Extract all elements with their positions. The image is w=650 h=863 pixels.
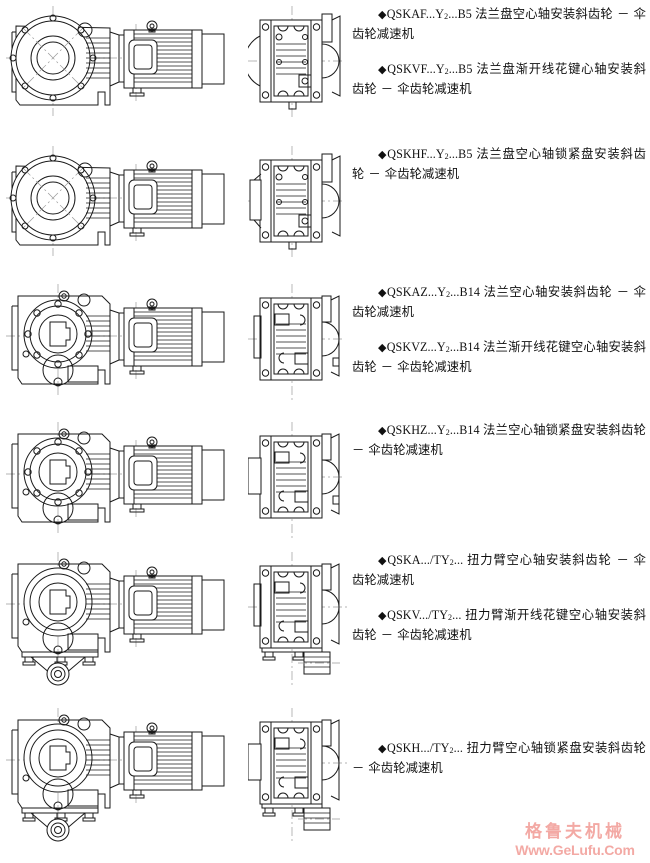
caption-group-row-1: ◆QSKAF...Y2...B5 法兰盘空心轴安装斜齿轮 － 伞齿轮减速机 ◆Q…	[352, 6, 646, 98]
model-suffix: ...	[452, 608, 462, 623]
product-description: 法兰盘空心轴锁紧盘安装斜齿轮 － 伞齿轮减速机	[352, 147, 647, 181]
bevel-helical-gearmotor-torque-arm-locking-end-view	[248, 706, 348, 846]
bullet-marker: ◆	[378, 743, 388, 755]
model-code: QSKHF...Y	[387, 147, 445, 161]
bullet-marker: ◆	[378, 64, 388, 77]
model-subscript: 2	[449, 558, 454, 568]
caption-group-row-6: ◆QSKH.../TY2... 扭力臂空心轴锁紧盘安装斜齿轮 － 伞齿轮减速机	[352, 740, 646, 777]
caption-qskvf-b5: ◆QSKVF...Y2...B5 法兰盘渐开线花键心轴安装斜齿轮 － 伞齿轮减速…	[352, 61, 646, 98]
model-subscript: 2	[448, 613, 453, 623]
caption-qska-ty: ◆QSKA.../TY2... 扭力臂空心轴安装斜齿轮 － 伞齿轮减速机	[352, 552, 646, 589]
product-description: 法兰空心轴锁紧盘安装斜齿轮 － 伞齿轮减速机	[352, 423, 646, 457]
product-description: 扭力臂空心轴锁紧盘安装斜齿轮 － 伞齿轮减速机	[352, 741, 646, 775]
model-code: QSKV.../TY	[387, 608, 449, 623]
model-subscript: 2	[449, 746, 454, 756]
model-suffix: ...B5	[448, 7, 472, 21]
bevel-helical-gearmotor-b14-flange-side-view	[6, 282, 236, 402]
caption-qskv-ty: ◆QSKV.../TY2... 扭力臂渐开线花键空心轴安装斜齿轮 － 伞齿轮减速…	[352, 607, 646, 644]
bullet-marker: ◆	[378, 342, 387, 355]
caption-qskhf-b5: ◆QSKHF...Y2...B5 法兰盘空心轴锁紧盘安装斜齿轮 － 伞齿轮减速机	[352, 146, 646, 183]
model-subscript: 2	[445, 345, 450, 355]
caption-group-row-4: ◆QSKHZ...Y2...B14 法兰空心轴锁紧盘安装斜齿轮 － 伞齿轮减速机	[352, 422, 646, 459]
product-description: 法兰空心轴安装斜齿轮 － 伞齿轮减速机	[352, 285, 647, 319]
product-description: 扭力臂空心轴安装斜齿轮 － 伞齿轮减速机	[352, 553, 647, 587]
bevel-helical-gearmotor-b5-locking-side-view	[6, 144, 236, 259]
bullet-marker: ◆	[378, 555, 388, 567]
product-description: 法兰盘空心轴安装斜齿轮 － 伞齿轮减速机	[352, 7, 647, 41]
caption-group-row-2: ◆QSKHF...Y2...B5 法兰盘空心轴锁紧盘安装斜齿轮 － 伞齿轮减速机	[352, 146, 646, 183]
watermark: 格鲁夫机械 Www.GeLufu.Com	[503, 822, 647, 858]
caption-qskhz-b14: ◆QSKHZ...Y2...B14 法兰空心轴锁紧盘安装斜齿轮 － 伞齿轮减速机	[352, 422, 646, 459]
model-subscript: 2	[444, 67, 449, 77]
model-suffix: ...B5	[448, 147, 473, 161]
caption-qskvz-b14: ◆QSKVZ...Y2...B14 法兰渐开线花键空心轴安装斜齿轮 － 伞齿轮减…	[352, 339, 646, 376]
bevel-helical-gearmotor-b5-flange-side-view	[6, 4, 236, 119]
product-description: 扭力臂渐开线花键空心轴安装斜齿轮 － 伞齿轮减速机	[352, 608, 647, 642]
product-description: 法兰盘渐开线花键心轴安装斜齿轮 － 伞齿轮减速机	[352, 62, 647, 96]
caption-group-row-5: ◆QSKA.../TY2... 扭力臂空心轴安装斜齿轮 － 伞齿轮减速机 ◆QS…	[352, 552, 646, 644]
model-suffix: ...B5	[448, 62, 473, 77]
model-subscript: 2	[444, 12, 449, 22]
model-subscript: 2	[446, 290, 451, 300]
model-code: QSKH.../TY	[387, 741, 450, 755]
bevel-helical-gearmotor-b5-flange-end-view	[248, 4, 344, 119]
bevel-helical-gearmotor-torque-arm-end-view	[248, 550, 348, 688]
model-code: QSKA.../TY	[387, 553, 450, 567]
bullet-marker: ◆	[378, 610, 388, 623]
caption-group-row-3: ◆QSKAZ...Y2...B14 法兰空心轴安装斜齿轮 － 伞齿轮减速机 ◆Q…	[352, 284, 646, 376]
bevel-helical-gearmotor-b14-locking-side-view	[6, 420, 236, 540]
bevel-helical-gearmotor-b5-locking-end-view	[248, 144, 344, 259]
model-code: QSKVZ...Y	[386, 340, 446, 355]
model-suffix: ...B14	[449, 423, 480, 437]
model-suffix: ...	[453, 553, 464, 567]
model-suffix: ...B14	[450, 285, 481, 299]
watermark-company-name: 格鲁夫机械	[525, 822, 625, 842]
watermark-website-url: Www.GeLufu.Com	[515, 842, 635, 858]
bevel-helical-gearmotor-b14-flange-end-view	[248, 282, 344, 402]
bevel-helical-gearmotor-b14-locking-end-view	[248, 420, 344, 540]
caption-qskh-ty: ◆QSKH.../TY2... 扭力臂空心轴锁紧盘安装斜齿轮 － 伞齿轮减速机	[352, 740, 646, 777]
model-code: QSKAF...Y	[386, 7, 445, 21]
bullet-marker: ◆	[378, 149, 388, 161]
model-code: QSKAZ...Y	[387, 285, 447, 299]
model-suffix: ...B14	[449, 340, 480, 355]
bevel-helical-gearmotor-torque-arm-locking-side-view	[6, 706, 236, 846]
bullet-marker: ◆	[378, 287, 388, 299]
model-subscript: 2	[445, 428, 450, 438]
product-description: 法兰渐开线花键空心轴安装斜齿轮 － 伞齿轮减速机	[352, 340, 646, 374]
model-code: QSKVF...Y	[387, 62, 445, 77]
caption-qskaz-b14: ◆QSKAZ...Y2...B14 法兰空心轴安装斜齿轮 － 伞齿轮减速机	[352, 284, 646, 321]
model-code: QSKHZ...Y	[386, 423, 446, 437]
model-subscript: 2	[444, 152, 449, 162]
bullet-marker: ◆	[378, 9, 387, 21]
bevel-helical-gearmotor-torque-arm-side-view	[6, 550, 236, 688]
caption-qskaf-b5: ◆QSKAF...Y2...B5 法兰盘空心轴安装斜齿轮 － 伞齿轮减速机	[352, 6, 646, 43]
model-suffix: ...	[453, 741, 463, 755]
bullet-marker: ◆	[378, 425, 387, 437]
